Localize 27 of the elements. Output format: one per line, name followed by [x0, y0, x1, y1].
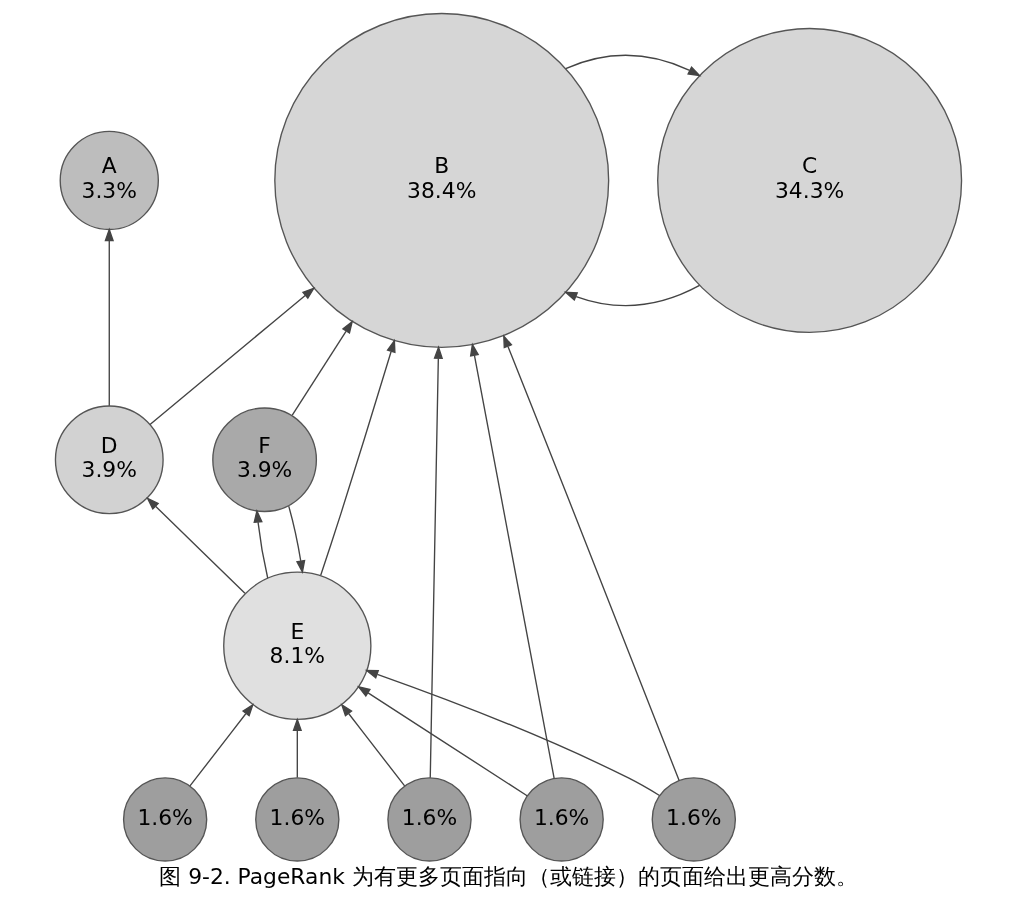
arrow [287, 505, 305, 574]
arrow [291, 320, 353, 416]
arrow [502, 334, 680, 782]
node-circle: C 34.3% [656, 27, 962, 334]
arrow [292, 717, 302, 779]
node-circle: A 3.3% [59, 130, 159, 231]
node-circle: 1.6% [518, 777, 604, 862]
node-circle: 1.6% [651, 777, 736, 862]
arrow [319, 338, 396, 576]
node-circle: 1.6% [122, 777, 207, 862]
arrow [340, 703, 405, 787]
arrow [252, 509, 268, 579]
arrow [188, 703, 254, 787]
node-circle: F 3.9% [211, 407, 317, 513]
arrow [564, 54, 701, 77]
arrow [563, 284, 700, 307]
node-circle: D 3.9% [54, 405, 164, 515]
arrow [364, 669, 660, 797]
node-circle: 1.6% [254, 777, 340, 862]
arrow [469, 342, 555, 779]
arrow [104, 227, 114, 407]
caption: 图 9-2. PageRank 为有更多页面指向（或链接）的页面给出更高分数。 [158, 863, 858, 889]
arrow [145, 497, 246, 594]
arrow [148, 286, 315, 426]
node-circle: 1.6% [386, 777, 472, 862]
arrow [429, 345, 443, 779]
arrow [356, 685, 528, 797]
